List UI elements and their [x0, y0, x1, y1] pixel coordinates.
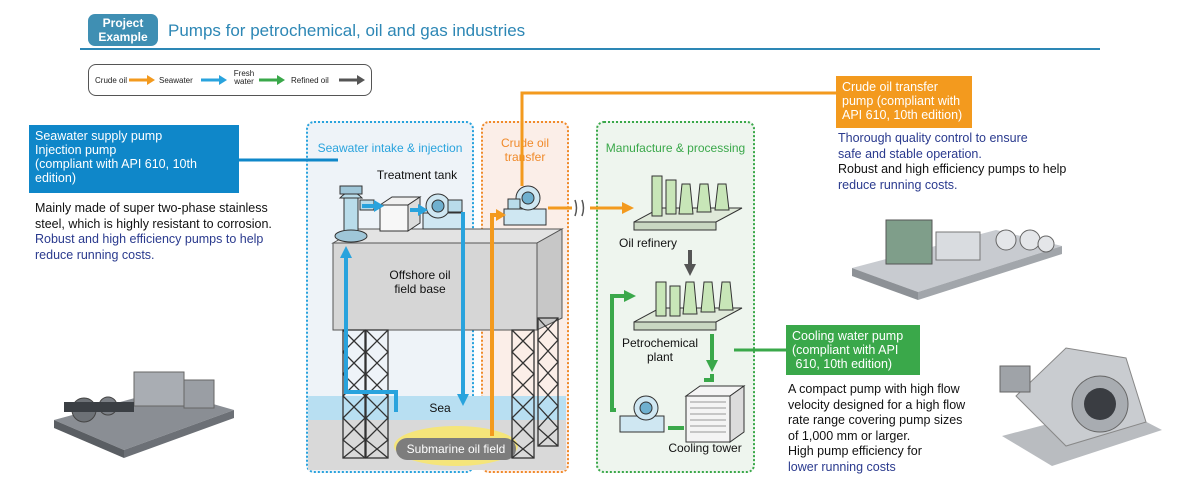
label-oil-refinery: Oil refinery — [618, 236, 677, 250]
label-petrochemical-plant: Petrochemical plant — [610, 336, 710, 364]
desc-cooling-line3: rate range covering pump sizes — [788, 413, 963, 427]
seawater-pump-photo — [54, 371, 234, 458]
zone-title-crude-line1: Crude oil — [500, 136, 550, 150]
callout-seawater-line4: edition) — [35, 171, 76, 185]
desc-crude-line1: Thorough quality control to ensure — [838, 131, 1028, 145]
petrochemical-plant-icon — [633, 281, 743, 331]
callout-crude-line1: Crude oil transfer — [842, 80, 938, 94]
callout-crude-line2: pump (compliant with — [842, 94, 961, 108]
page-title: Pumps for petrochemical, oil and gas ind… — [168, 21, 526, 40]
header-divider — [80, 48, 1100, 50]
desc-crude-line2: safe and stable operation. — [838, 146, 982, 161]
desc-crude-line3: Robust and high efficiency pumps to help — [838, 162, 1067, 176]
zone-title-seawater: Seawater intake & injection — [317, 141, 463, 155]
label-treatment-tank: Treatment tank — [376, 168, 458, 182]
desc-seawater-line3: Robust and high efficiency pumps to help — [35, 232, 264, 246]
treatment-tank-icon — [378, 196, 422, 232]
zone-title-crude-line2: transfer — [504, 150, 546, 164]
legend-label-water: water — [234, 77, 254, 86]
legend-arrow-seawater-icon — [201, 75, 227, 85]
legend-label-fresh-water: Fresh water — [233, 70, 255, 86]
seawater-supply-pump-icon — [422, 193, 464, 230]
project-example-badge: Project Example — [88, 14, 158, 46]
crude-oil-pump-photo — [852, 219, 1062, 300]
label-sea: Sea — [429, 401, 451, 415]
label-petro-line1: Petrochemical — [621, 336, 699, 350]
desc-cooling-line5: High pump efficiency for — [788, 444, 922, 458]
legend-label-refined-oil: Refined oil — [291, 76, 329, 85]
submarine-oil-field-pill — [396, 438, 516, 460]
legend-arrow-fresh-water-icon — [259, 75, 285, 85]
badge-line-1: Project — [102, 16, 144, 30]
callout-seawater-line2: Injection pump — [35, 143, 117, 157]
desc-seawater-line1: Mainly made of super two-phase stainless — [35, 201, 268, 215]
callout-crude-line3: API 610, 10th edition) — [842, 108, 963, 122]
platform-side — [536, 228, 563, 331]
label-submarine-oil-field: Submarine oil field — [406, 442, 506, 456]
legend-arrow-refined-oil-icon — [339, 75, 365, 85]
zone-title-crude: Crude oil transfer — [481, 136, 569, 164]
description-cooling-water-pump: A compact pump with high flow velocity d… — [788, 382, 998, 475]
callout-cooling-water-pump: Cooling water pump (compliant with API 6… — [786, 325, 920, 375]
legend-arrow-crude-oil-icon — [129, 75, 155, 85]
zone-title-manufacture: Manufacture & processing — [605, 141, 746, 155]
callout-crude-oil-pump: Crude oil transfer pump (compliant with … — [836, 76, 972, 128]
desc-cooling-line6: lower running costs — [788, 459, 896, 474]
sea-band — [308, 396, 566, 420]
platform-front — [332, 242, 538, 331]
crude-oil-flow-arrows — [490, 91, 836, 436]
legend-arrows — [129, 75, 365, 85]
refined-oil-flow-arrow — [684, 250, 696, 276]
description-seawater-pump: Mainly made of super two-phase stainless… — [35, 201, 307, 263]
callout-seawater-line3: (compliant with API 610, 10th — [35, 157, 197, 171]
description-crude-oil-pump: Thorough quality control to ensure safe … — [838, 131, 1108, 193]
callout-cooling-line1: Cooling water pump — [792, 329, 904, 343]
badge-line-2: Example — [98, 30, 148, 44]
desc-cooling-line4: of 1,000 mm or larger. — [788, 428, 911, 443]
legend-label-seawater: Seawater — [159, 76, 193, 85]
label-cooling-tower: Cooling tower — [668, 441, 742, 455]
cooling-water-pump-photo — [999, 347, 1162, 466]
label-offshore-line1: Offshore oil — [389, 268, 451, 282]
legend: Crude oil Seawater Fresh water Refined o… — [88, 64, 372, 96]
fresh-water-flow-arrows — [610, 290, 786, 430]
callout-seawater-pump: Seawater supply pump Injection pump (com… — [29, 125, 239, 193]
desc-cooling-line2: velocity designed for a high flow — [788, 397, 966, 412]
label-petro-line2: plant — [646, 350, 674, 364]
cooling-water-pump-icon — [619, 395, 665, 433]
cooling-tower-icon — [684, 385, 746, 443]
callout-cooling-line2: (compliant with API — [792, 343, 899, 357]
platform-legs — [342, 317, 559, 459]
callout-cooling-line3: 610, 10th edition) — [792, 357, 893, 371]
label-offshore-base: Offshore oil field base — [360, 268, 480, 296]
callout-seawater-line1: Seawater supply pump — [35, 129, 163, 143]
desc-seawater-line4: reduce running costs. — [35, 247, 155, 262]
desc-crude-line4: reduce running costs. — [838, 177, 958, 192]
seawater-flow-arrows — [238, 158, 469, 412]
desc-cooling-line1: A compact pump with high flow — [788, 382, 960, 396]
legend-label-crude-oil: Crude oil — [95, 76, 128, 85]
legend-label-fresh: Fresh — [233, 69, 255, 78]
crude-oil-transfer-pump-icon — [503, 185, 547, 226]
oil-refinery-icon — [633, 175, 743, 231]
label-offshore-line2: field base — [394, 282, 446, 296]
desc-seawater-line2: steel, which is highly resistant to corr… — [35, 216, 272, 231]
